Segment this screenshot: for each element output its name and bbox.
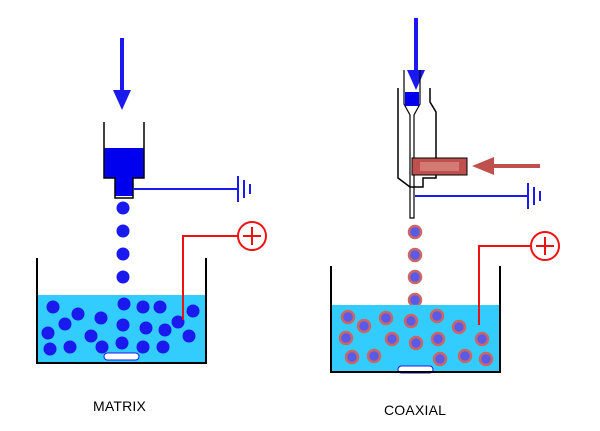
coaxial-setup — [330, 18, 560, 374]
capsule — [407, 224, 423, 240]
droplet — [116, 247, 130, 261]
coaxial-plus-circle-icon — [530, 231, 560, 261]
capsule — [408, 335, 424, 351]
droplet — [46, 300, 60, 314]
capsule — [378, 310, 394, 326]
capsule — [384, 331, 400, 347]
droplet — [136, 300, 150, 314]
droplet — [153, 300, 167, 314]
coaxial-electrode — [478, 231, 560, 325]
coaxial-ground-icon — [415, 183, 541, 209]
matrix-feed-arrow-icon — [113, 38, 131, 110]
capsule — [340, 309, 356, 325]
droplet — [116, 224, 130, 238]
capsule — [403, 313, 419, 329]
droplet — [186, 304, 200, 318]
capsule — [366, 348, 382, 364]
capsule — [478, 351, 494, 367]
capsule — [474, 331, 490, 347]
droplet — [63, 340, 77, 354]
capsule — [429, 308, 445, 324]
matrix-caption: MATRIX — [93, 398, 147, 414]
droplet — [84, 329, 98, 343]
capsule — [407, 269, 423, 285]
coaxial-caption: COAXIAL — [384, 402, 447, 418]
capsule — [457, 348, 473, 364]
droplet — [116, 201, 130, 215]
matrix-falling-droplets — [116, 201, 130, 284]
coaxial-feed-arrow-icon — [407, 18, 425, 90]
capsule — [430, 331, 446, 347]
matrix-stir-bar — [103, 352, 140, 361]
droplet — [115, 336, 129, 350]
capsule — [407, 247, 423, 263]
coaxial-beaker — [330, 266, 501, 373]
coaxial-inner-fluid — [405, 92, 419, 106]
droplet — [41, 326, 55, 340]
droplet — [158, 323, 172, 337]
coaxial-falling-droplets — [407, 224, 423, 308]
matrix-beaker — [36, 258, 207, 364]
capsule — [407, 292, 423, 308]
coaxial-bath-capsules — [338, 308, 494, 367]
droplet — [116, 318, 130, 332]
capsule — [432, 351, 448, 367]
droplet — [58, 317, 72, 331]
matrix-plus-circle-icon — [237, 221, 267, 251]
coaxial-side-inlet — [411, 157, 468, 176]
matrix-bath-droplets — [41, 297, 200, 356]
coaxial-outer-housing — [397, 88, 437, 188]
droplet — [71, 307, 85, 321]
droplet — [139, 321, 153, 335]
capsule — [344, 349, 360, 365]
capsule — [356, 318, 372, 334]
matrix-setup — [36, 38, 267, 364]
droplet — [171, 315, 185, 329]
droplet — [117, 297, 131, 311]
droplet — [95, 340, 109, 354]
droplet — [136, 340, 150, 354]
coaxial-side-flow-arrow-icon — [472, 157, 540, 175]
droplet — [156, 340, 170, 354]
matrix-ground-icon — [133, 176, 251, 202]
capsule — [338, 330, 354, 346]
droplet — [43, 342, 57, 356]
matrix-syringe — [103, 122, 145, 199]
droplet — [182, 329, 196, 343]
capsule — [451, 319, 467, 335]
matrix-electrode — [182, 221, 267, 320]
droplet — [94, 311, 108, 325]
droplet — [116, 270, 130, 284]
